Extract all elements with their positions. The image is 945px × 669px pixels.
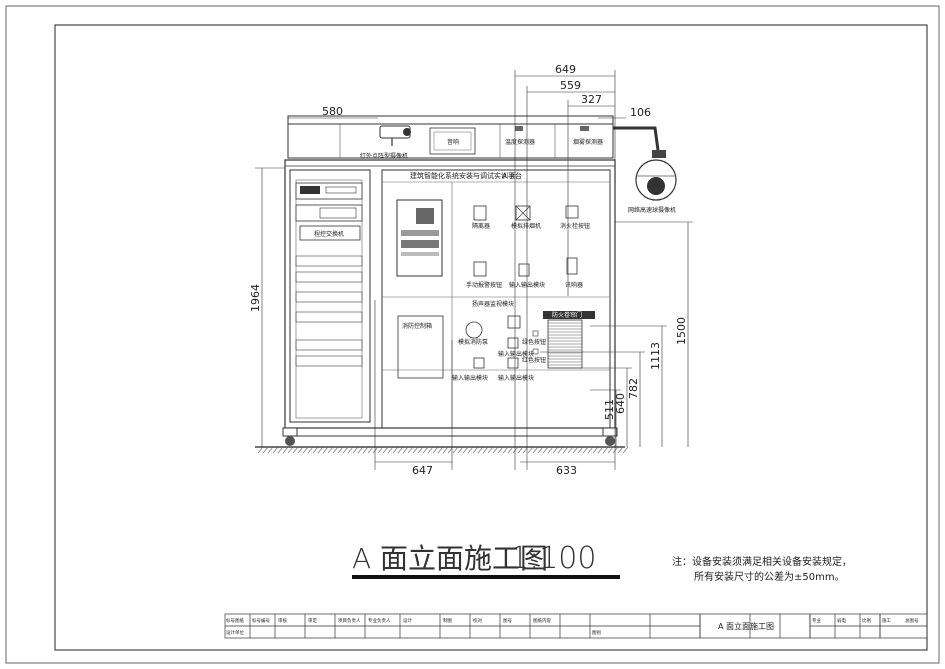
title-block-cell: 标号编号: [252, 617, 270, 624]
drawing-scale: 1:100: [510, 541, 596, 576]
ground-hatch: [257, 446, 629, 454]
vertical-dimensions: 1964 1500 1113 782 640 511: [249, 284, 688, 420]
platform-title: 建筑智能化系统安装与调试实训平台: [410, 171, 522, 180]
dim-106: 106: [630, 106, 651, 119]
inner-frame: [54, 24, 928, 651]
buzzer-label: 讯响器: [565, 281, 583, 289]
exhaust-fan-icon: [515, 205, 531, 221]
manual-alarm-icon: [473, 261, 487, 277]
title-block-cell: 比例: [862, 617, 871, 624]
switch-label: 程控交换机: [314, 230, 344, 238]
dim-1500: 1500: [675, 317, 688, 345]
title-block-cell: 图别: [592, 629, 601, 636]
title-block: [224, 613, 928, 639]
platform-face: A 面: [502, 172, 516, 180]
dim-1113: 1113: [649, 342, 662, 370]
title-block-cell: 项目负责人: [338, 617, 361, 624]
rack-unit-2: [295, 204, 363, 222]
camera-ir-label: 红外点阵型摄像机: [360, 152, 408, 160]
hydrant-button-icon: [565, 205, 579, 219]
dim-511: 511: [603, 399, 616, 420]
dim-559: 559: [560, 79, 581, 92]
dim-647: 647: [412, 464, 433, 477]
fire-pump-label: 模拟消防泵: [458, 338, 488, 346]
manual-alarm-label: 手动报警按钮: [466, 281, 502, 289]
temp-detector-icon: [515, 126, 523, 131]
title-block-cell: 制图: [443, 617, 452, 624]
dim-782: 782: [627, 378, 640, 399]
title-block-cell: 审核: [278, 617, 287, 624]
speaker-label: 音响: [447, 138, 459, 146]
title-block-cell: 设计: [403, 617, 412, 624]
title-block-cell: 施工: [882, 617, 891, 624]
title-block-cell: 专业: [812, 617, 821, 624]
dim-580: 580: [322, 105, 343, 118]
fire-panel-board: [381, 169, 611, 429]
top-cabinet: [287, 123, 614, 159]
exhaust-fan-label: 模拟排烟机: [511, 222, 541, 230]
fire-control-box: [397, 315, 444, 379]
dim-327: 327: [581, 93, 602, 106]
title-underline: [352, 575, 620, 579]
dim-649: 649: [555, 63, 576, 76]
ptz-camera-icon: [613, 126, 677, 201]
horizontal-dimensions: 649 559 327 106 580 647 633: [322, 63, 651, 477]
rack-cabinet: [289, 169, 371, 423]
outer-frame: [5, 5, 940, 664]
title-block-drawing-name: A 面立面施工图: [718, 621, 774, 631]
title-block-cell: 审定: [308, 617, 317, 624]
dim-1964: 1964: [249, 284, 262, 312]
buzzer-icon: [566, 257, 578, 275]
switch-unit: [299, 225, 361, 241]
dim-640: 640: [614, 393, 627, 414]
isolator-icon: [473, 205, 487, 221]
io-module-4-label: 输入输出模块: [498, 374, 534, 382]
note-line-2: 所有安装尺寸的公差为±50mm。: [694, 570, 845, 583]
io-module-2-label: 输入输出模块: [498, 350, 534, 358]
title-block-cell: 设计单位: [226, 629, 244, 636]
title-block-cell: 标号图纸: [226, 617, 244, 624]
title-block-cell: 总图号: [905, 617, 919, 624]
title-block-cell: 弱电: [837, 617, 846, 624]
io-module-3-label: 输入输出模块: [452, 374, 488, 382]
speaker: [429, 127, 476, 155]
fire-door-header: [543, 311, 595, 319]
hydrant-button-label: 消火栓按钮: [560, 222, 590, 230]
ptz-camera-label: 网络高速球摄像机: [628, 206, 676, 214]
io-module-1-icon: [518, 263, 530, 277]
smoke-detector-icon: [580, 126, 589, 131]
fire-control-box-label: 消防控制箱: [402, 322, 432, 330]
main-frame: [284, 159, 616, 429]
drawing-title: A 面立面施工图: [352, 542, 548, 575]
title-block-cell: 专业负责人: [368, 617, 391, 624]
dimension-lines: [255, 70, 693, 470]
sound-light-label: 扬声器监视模块: [472, 300, 514, 308]
dim-633: 633: [556, 464, 577, 477]
red-button-label: 红色按钮: [522, 356, 546, 364]
isolator-label: 隔离器: [472, 222, 490, 230]
smoke-detector-label: 烟雾探测器: [573, 138, 603, 146]
title-block-cell: 图纸内容: [533, 617, 551, 624]
wheel-left: [282, 427, 298, 446]
green-button-label: 绿色按钮: [522, 338, 546, 346]
fire-pump-icon: [465, 321, 483, 339]
title-block-cell: 校对: [473, 617, 482, 624]
camera-ir-icon: [379, 125, 411, 146]
fire-door-label: 防火卷帘门: [552, 311, 582, 319]
note-line-1: 注：设备安装须满足相关设备安装规定，: [672, 555, 852, 568]
temp-detector-label: 温度探测器: [505, 138, 535, 146]
title-block-cell: 图号: [503, 618, 512, 624]
